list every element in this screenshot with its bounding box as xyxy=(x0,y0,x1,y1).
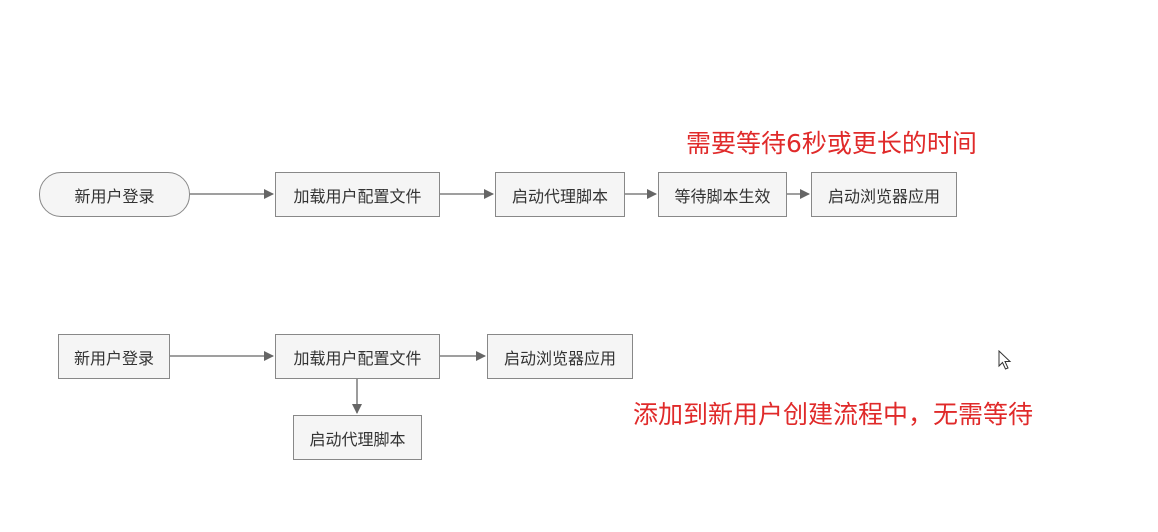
bottom-flow-note: 添加到新用户创建流程中，无需等待 xyxy=(633,400,1034,429)
top-flow-note: 需要等待6秒或更长的时间 xyxy=(686,129,977,158)
mouse-pointer-icon xyxy=(998,350,1012,370)
bottom-step-start-proxy-script: 启动代理脚本 xyxy=(293,415,422,460)
top-step-start-browser: 启动浏览器应用 xyxy=(811,172,957,217)
bottom-step-start-browser: 启动浏览器应用 xyxy=(487,334,633,379)
top-step-wait-script-effect: 等待脚本生效 xyxy=(658,172,787,217)
top-step-start-proxy-script: 启动代理脚本 xyxy=(495,172,625,217)
top-step-new-user-login: 新用户登录 xyxy=(39,172,190,217)
bottom-step-load-profile: 加载用户配置文件 xyxy=(275,334,440,379)
top-step-load-profile: 加载用户配置文件 xyxy=(275,172,440,217)
bottom-step-new-user-login: 新用户登录 xyxy=(58,334,170,379)
